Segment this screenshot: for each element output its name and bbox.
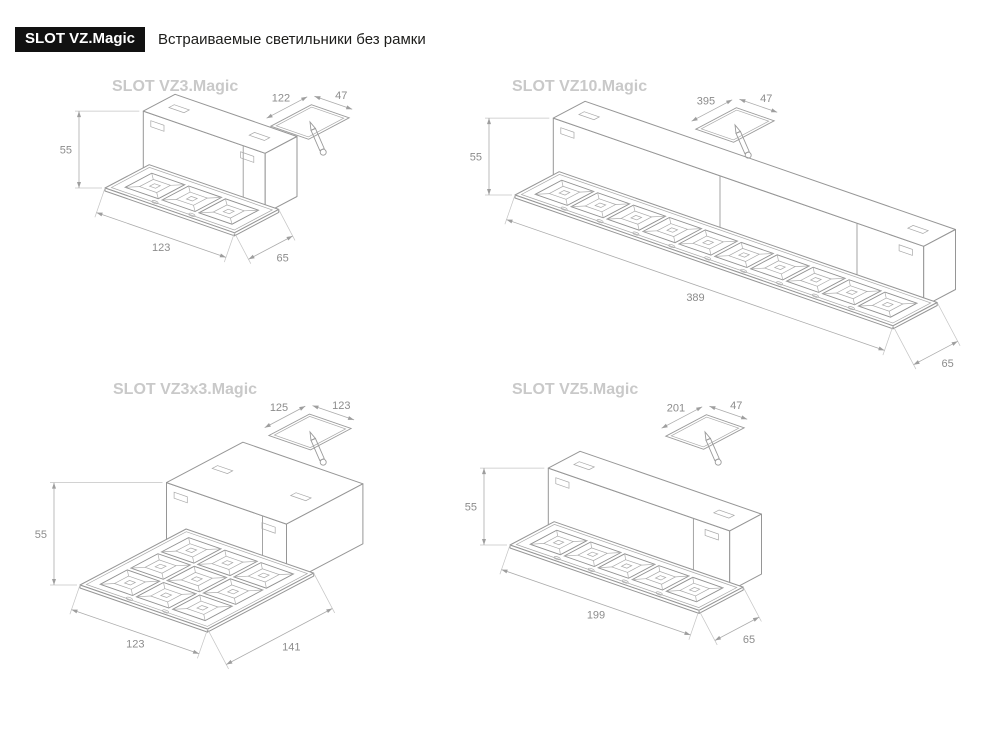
dim-length-label: 123 [126,639,144,651]
reflector-cell [160,537,223,564]
cutout-outline [267,413,353,451]
drawing-vz5: 55 199 65 201 47 [465,400,762,646]
housing-top-slot [573,461,596,471]
housing-top-slot [248,132,271,141]
dim-length-label: 389 [686,292,704,304]
cutout-length-label: 201 [667,403,685,415]
flange-hole [704,256,712,261]
pen-cap [319,458,327,466]
dim-length-label: 199 [587,609,605,621]
flange-hole [668,244,676,248]
reflector-cell [713,241,775,268]
dim-height-label: 55 [35,529,47,541]
housing-end-face [286,483,364,585]
housing-top-slot [578,111,601,121]
flange-hole [811,293,819,298]
panel-vz10: SLOT VZ10.Magic 55 389 65 395 47 [435,70,1000,440]
flange-hole [621,579,629,584]
reflector-cell [665,576,725,603]
plate-flange-line [85,531,309,627]
cutout-outline [694,107,776,143]
flange-hole [740,268,748,273]
flange-hole [560,206,568,211]
plate-flange-line [520,174,932,324]
housing-end-face [923,229,956,307]
cutout-length-label: 125 [270,402,288,414]
dim-width-label: 65 [276,253,288,265]
drawing-vz3: 55 123 65 122 47 [60,90,353,265]
housing-slot [261,522,276,534]
housing-end-face [729,513,762,592]
drawing-vz3x3: 55 123 141 125 123 [35,400,364,670]
reflector-cell [569,192,631,219]
reflector-cell [785,266,847,293]
dim-width-label: 65 [743,634,755,646]
panel-vz5: SLOT VZ5.Magic 55 199 65 201 47 [440,380,800,720]
pen-cap [319,148,327,156]
panel-title-vz3x3: SLOT VZ3x3.Magic [113,381,258,398]
panel-vz3x3: SLOT VZ3x3.Magic 55 123 141 125 123 [15,380,415,720]
page-header: SLOT VZ.Magic Встраиваемые светильники б… [15,27,426,52]
housing-top-slot [712,509,736,519]
housing-top-slot [289,492,312,502]
flange-hole [632,231,640,236]
flange-hole [151,200,159,205]
plate-flange-line [110,167,274,231]
cutout-outline [664,414,746,450]
reflector-cell [160,185,223,212]
brand-badge: SLOT VZ.Magic [15,27,146,52]
flange-hole [188,212,196,217]
pen-cap [744,151,752,159]
housing-top-slot [906,225,930,234]
dim-length-label: 123 [152,242,170,254]
flange-hole [776,281,783,286]
cutout-length-label: 395 [697,96,715,108]
dim-height-label: 55 [470,152,482,164]
housing-top-slot [211,465,234,474]
cutout-length-label: 122 [272,93,290,105]
dim-width-label: 65 [941,358,953,370]
housing-slot [704,528,719,541]
cutout-width-label: 47 [730,400,742,412]
plate-flange-line [515,524,738,608]
reflector-cell [529,529,589,556]
housing-end-face [264,136,298,214]
panel-title-vz3: SLOT VZ3.Magic [112,78,239,95]
flange-hole [162,609,170,614]
flange-hole [847,306,855,311]
flange-hole [655,591,663,596]
cutout-width-label: 123 [332,400,350,412]
dim-width-label: 141 [282,642,300,654]
page-subtitle: Встраиваемые светильники без рамки [158,30,426,48]
flange-hole [125,596,133,601]
housing-slot [555,477,570,489]
housing-slot [560,127,575,139]
cutout-outline [269,104,351,140]
dim-height-label: 55 [60,145,72,157]
housing-slot [898,244,913,256]
drawing-vz10: 55 389 65 395 47 [470,93,961,370]
flange-hole [553,556,561,561]
reflector-cell [597,553,657,579]
flange-hole [587,567,595,572]
panel-title-vz5: SLOT VZ5.Magic [512,381,639,398]
dim-height-label: 55 [465,502,477,514]
housing-slot [240,151,255,163]
panel-title-vz10: SLOT VZ10.Magic [512,78,648,95]
housing-top-slot [168,104,191,114]
cutout-width-label: 47 [335,90,347,102]
flange-hole [596,219,604,224]
panel-vz3: SLOT VZ3.Magic 55 123 65 122 47 [20,70,400,340]
pen-cap [714,458,722,466]
housing-slot [150,120,165,132]
cutout-width-label: 47 [760,93,772,105]
housing-slot [173,491,188,504]
